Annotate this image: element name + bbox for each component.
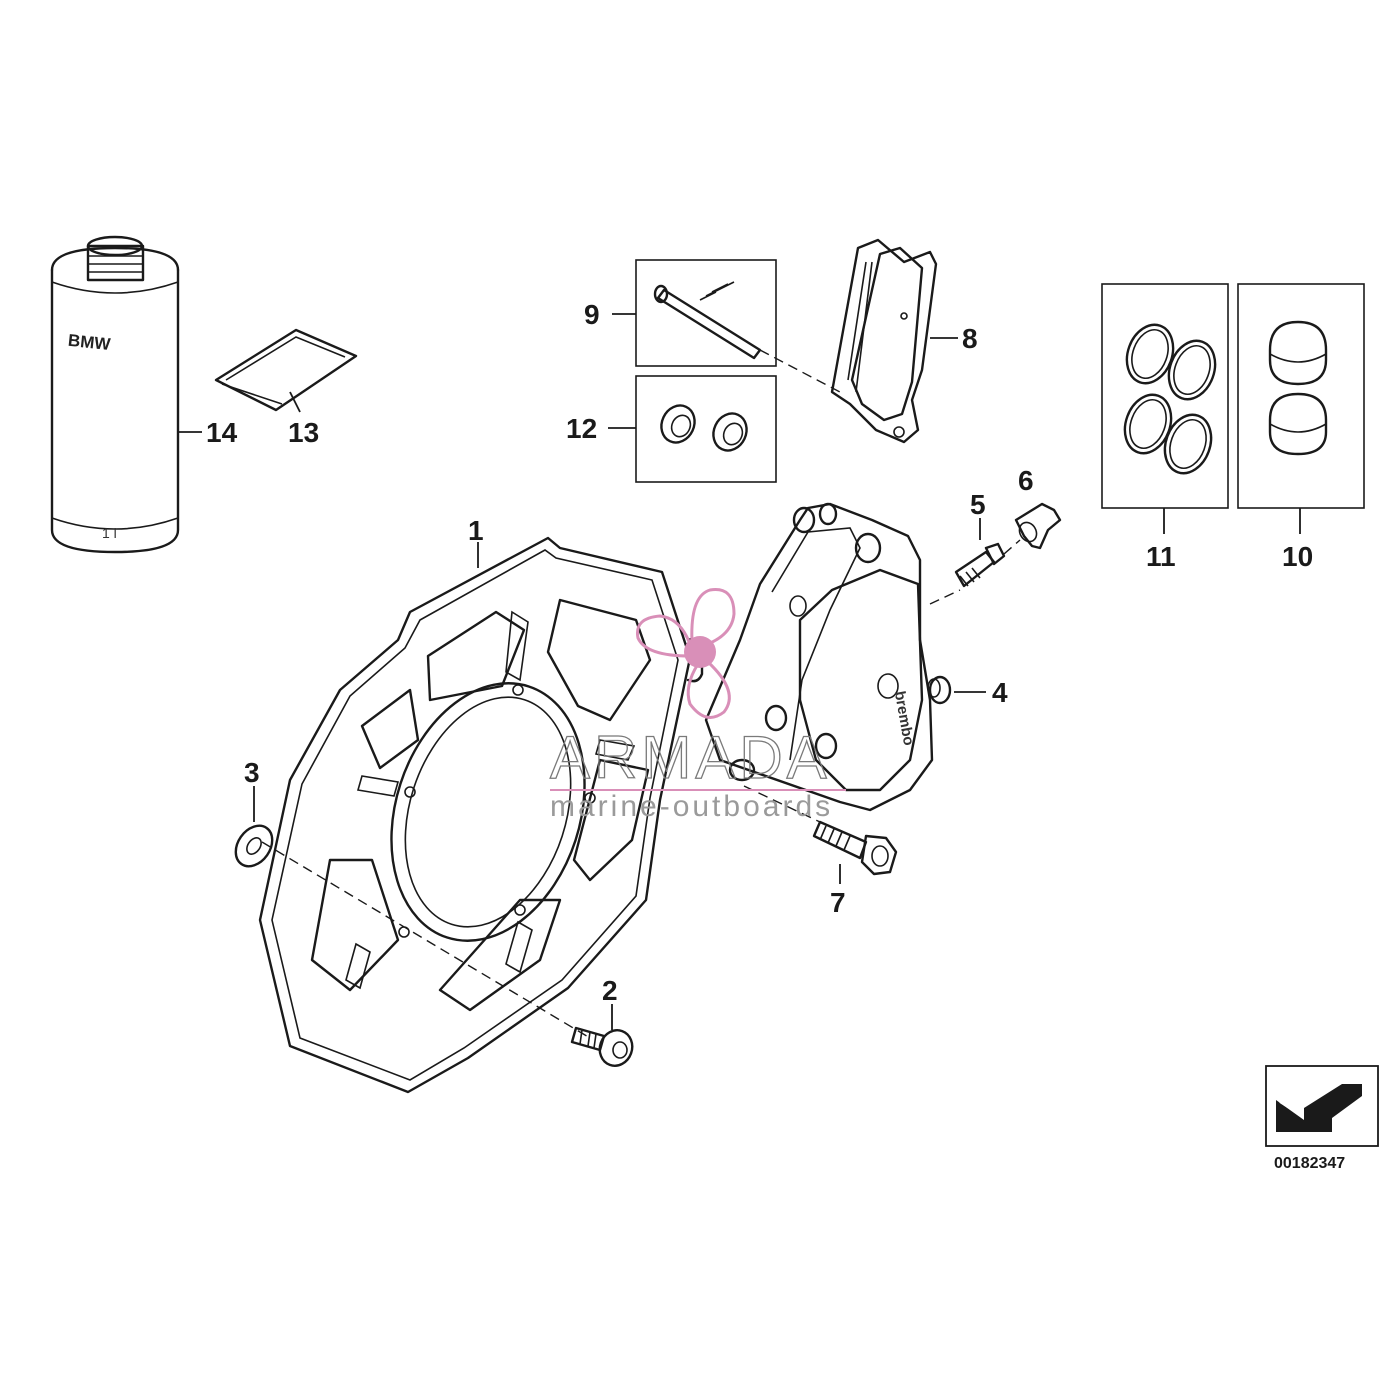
armada-watermark: ARMADA marine-outboards	[549, 588, 846, 823]
callout-3: 3	[244, 757, 260, 788]
brake-pads	[830, 238, 938, 444]
can-volume-label: 1 l	[102, 525, 117, 541]
bleed-valve	[954, 542, 1006, 588]
bleed-cap	[1014, 502, 1062, 550]
callout-14: 14	[206, 417, 238, 448]
disc-bolt	[570, 1026, 634, 1067]
direction-arrow-icon	[1276, 1084, 1362, 1132]
callout-5: 5	[970, 489, 986, 520]
dust-seals	[660, 404, 748, 452]
callout-7: 7	[830, 887, 846, 918]
orientation-arrow-box	[1265, 1065, 1379, 1147]
dust-seal-box	[635, 375, 777, 483]
piston-box	[1237, 283, 1365, 509]
pistons	[1268, 320, 1328, 456]
callout-11: 11	[1146, 541, 1176, 572]
can-brand-label: BMW	[67, 331, 112, 354]
washer	[234, 824, 274, 868]
seal-rings	[1123, 323, 1217, 475]
diagram-id: 00182347	[1274, 1155, 1345, 1172]
brake-fluid-can: BMW 1 l	[50, 235, 180, 554]
callout-1: 1	[468, 515, 484, 546]
grease-sachet	[214, 328, 358, 412]
caliper-cap	[927, 675, 952, 705]
watermark-subtitle: marine-outboards	[550, 790, 833, 823]
seal-ring-box	[1101, 283, 1229, 509]
callout-9: 9	[584, 299, 600, 330]
propeller-logo-icon	[635, 588, 736, 719]
pin-kit-box	[635, 259, 777, 367]
callout-13: 13	[288, 417, 319, 448]
caliper-brand-label: brembo	[891, 690, 917, 747]
callout-10: 10	[1282, 541, 1313, 572]
pad-pin	[653, 281, 762, 360]
callout-4: 4	[992, 677, 1008, 708]
watermark-title: ARMADA	[550, 724, 831, 791]
brake-disc	[258, 536, 704, 1094]
callout-2: 2	[602, 975, 618, 1006]
caliper-bolt	[812, 820, 898, 876]
callout-8: 8	[962, 323, 978, 354]
callout-12: 12	[566, 413, 597, 444]
callout-6: 6	[1018, 465, 1034, 496]
